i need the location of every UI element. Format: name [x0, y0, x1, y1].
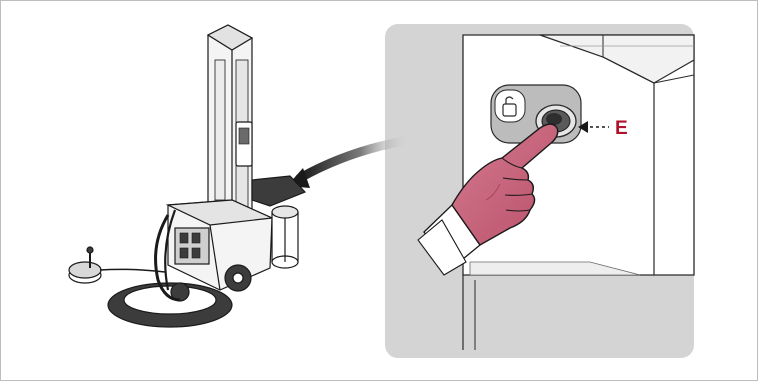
callout-label: E [615, 118, 628, 139]
detail-panel [385, 24, 694, 358]
lock-icon [495, 90, 525, 122]
machine-illustration [69, 25, 305, 327]
